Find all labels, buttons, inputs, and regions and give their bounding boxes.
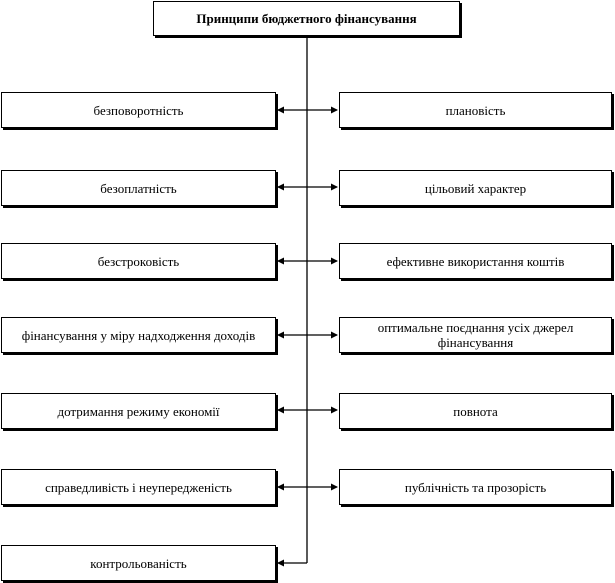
left-box-5: дотримання режиму економії [1,393,276,429]
left-box-6-label: справедливість і неупередженість [45,479,232,495]
left-box-2-label: безоплатність [100,180,177,196]
right-box-5: повнота [339,393,612,429]
diagram-title-box: Принципи бюджетного фінансування [153,1,460,36]
right-box-3: ефективне використання коштів [339,243,612,279]
left-box-1-label: безповоротність [93,102,184,118]
left-box-2: безоплатність [1,170,276,206]
right-box-3-label: ефективне використання коштів [386,253,565,269]
left-box-6: справедливість і неупередженість [1,469,276,505]
right-box-4: оптимальне поєднання усіх джерел фінансу… [339,317,612,353]
left-box-4-label: фінансування у міру надходження доходів [21,327,256,343]
right-box-6-label: публічність та прозорість [404,479,547,495]
left-box-1: безповоротність [1,92,276,128]
left-box-3-label: безстроковість [97,253,180,269]
left-box-3: безстроковість [1,243,276,279]
connectors-right [307,106,338,491]
left-box-7-label: контрольованість [90,555,187,571]
diagram-title: Принципи бюджетного фінансування [196,11,417,26]
right-box-1-label: плановість [445,102,506,118]
right-box-6: публічність та прозорість [339,469,612,505]
left-box-7: контрольованість [1,545,276,581]
right-box-1: плановість [339,92,612,128]
left-box-4: фінансування у міру надходження доходів [1,317,276,353]
right-box-5-label: повнота [453,403,498,419]
right-box-4-label: оптимальне поєднання усіх джерел фінансу… [377,320,574,350]
right-box-2: цільовий характер [339,170,612,206]
connectors-left [277,106,307,567]
left-box-5-label: дотримання режиму економії [57,403,220,419]
right-box-2-label: цільовий характер [424,180,527,196]
